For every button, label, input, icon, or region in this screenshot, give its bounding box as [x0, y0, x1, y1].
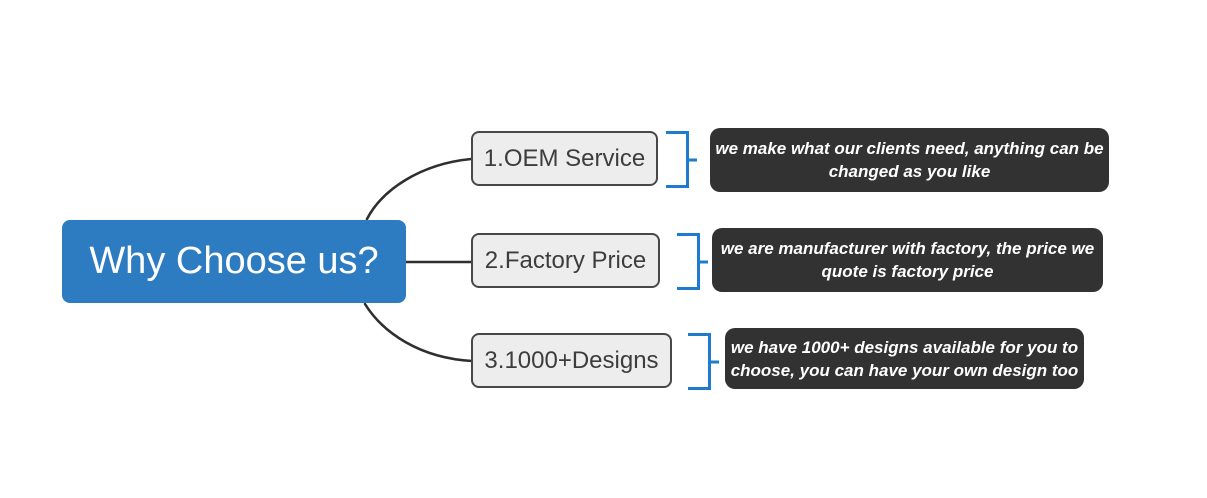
bracket-connector: [666, 131, 697, 188]
topic-node-factory-price: 2.Factory Price: [471, 233, 660, 288]
bracket-mid-tick: [708, 360, 719, 363]
bracket-mid-tick: [697, 260, 708, 263]
detail-line: we make what our clients need, anything …: [715, 139, 1104, 158]
topic-label: 3.1000+Designs: [484, 346, 659, 374]
root-node-label: Why Choose us?: [89, 240, 379, 282]
detail-line: quote is factory price: [821, 262, 994, 281]
detail-node-1000-designs: we have 1000+ designs available for you …: [725, 328, 1084, 389]
detail-line: changed as you like: [828, 162, 991, 181]
detail-node-oem-service: we make what our clients need, anything …: [710, 128, 1109, 192]
detail-line: choose, you can have your own design too: [730, 360, 1079, 380]
topic-label: 1.OEM Service: [483, 144, 646, 172]
bracket-connector: [677, 233, 708, 290]
detail-line: we are manufacturer with factory, the pr…: [720, 239, 1095, 258]
topic-label: 2.Factory Price: [484, 246, 647, 274]
root-node: Why Choose us?: [62, 220, 406, 303]
topic-node-oem-service: 1.OEM Service: [471, 131, 658, 186]
bracket-connector: [688, 333, 719, 390]
connector-curve-top: [365, 157, 473, 221]
detail-line: we have 1000+ designs available for you …: [730, 337, 1079, 357]
connector-curve-bottom: [363, 302, 474, 363]
topic-node-1000-designs: 3.1000+Designs: [471, 333, 672, 388]
detail-node-factory-price: we are manufacturer with factory, the pr…: [712, 228, 1103, 292]
bracket-mid-tick: [686, 158, 697, 161]
